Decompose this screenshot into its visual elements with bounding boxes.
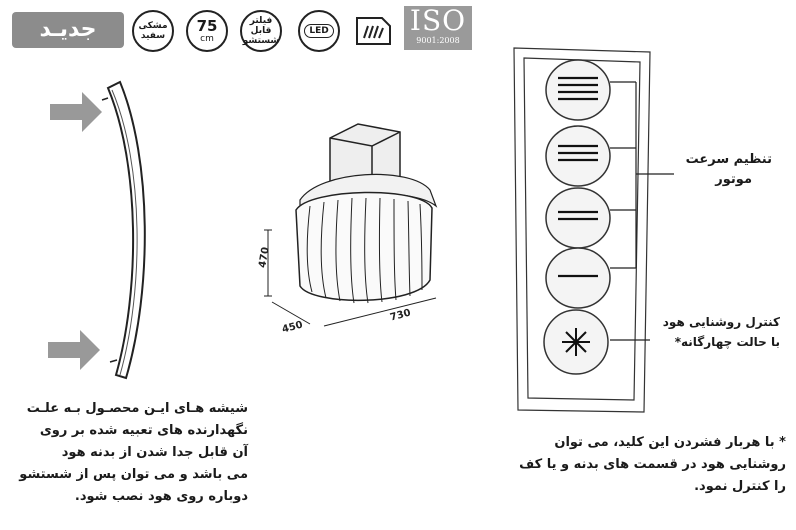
footnote-line2: روشنایی هود در قسمت های بدنه و یا کف xyxy=(519,457,786,472)
width-unit: cm xyxy=(200,34,214,44)
touch-control-icon xyxy=(354,12,394,50)
iso-badge: ISO 9001:2008 xyxy=(404,6,472,50)
color-white-label: سفید xyxy=(140,31,166,41)
width-value: 75 xyxy=(196,17,218,35)
filter-label-line2: قابل xyxy=(250,26,272,36)
width-icon: 75 cm xyxy=(186,10,228,52)
glass-note-line1: شیشه هـای ایـن محصـول بـه علـت xyxy=(26,401,248,416)
led-icon: LED xyxy=(298,10,340,52)
color-options-icon: مشکی سفید xyxy=(132,10,174,52)
glass-note-line2: نگهدارنده های تعبیه شده بر روی xyxy=(39,423,248,438)
hood-drawing xyxy=(264,123,438,327)
color-black-label: مشکی xyxy=(138,21,168,31)
iso-title: ISO xyxy=(409,4,467,37)
light-control-label: کنترل روشنایی هود با حالت چهارگانه* xyxy=(650,312,780,352)
light-label-line1: کنترل روشنایی هود xyxy=(662,315,780,329)
new-badge: جديـد xyxy=(12,12,124,48)
light-icon xyxy=(562,328,590,356)
glass-note: شیشه هـای ایـن محصـول بـه علـت نگهدارنده… xyxy=(8,398,248,508)
glass-note-line3: آن قابل جدا شدن از بدنه هود xyxy=(61,445,248,460)
footnote: * با هربار فشردن این کلید، می توان روشنا… xyxy=(490,432,786,498)
speed-button-1 xyxy=(545,247,611,309)
footnote-line1: * با هربار فشردن این کلید، می توان xyxy=(554,435,786,450)
top-arrow-icon xyxy=(50,92,102,132)
speed-button-4 xyxy=(545,59,611,121)
glass-note-line4: می باشد و می توان پس از شستشو xyxy=(19,467,248,482)
glass-note-line5: دوباره روی هود نصب شود. xyxy=(74,489,248,504)
glass-panel-diagram xyxy=(48,80,146,380)
bottom-arrow-icon xyxy=(48,330,100,370)
washable-filter-icon: فیلتر قابل شستشو xyxy=(240,10,282,52)
speed-control-label: تنظیم سرعت موتور xyxy=(672,150,772,190)
speed-button-3 xyxy=(545,125,611,187)
footnote-line3: را کنترل نمود. xyxy=(694,479,786,494)
filter-label-line3: شستشو xyxy=(242,36,280,46)
callout-lines xyxy=(610,81,674,341)
light-label-line2: با حالت چهارگانه* xyxy=(674,335,780,349)
speed-label-line1: تنظیم سرعت xyxy=(685,152,772,167)
speed-label-line2: موتور xyxy=(715,172,752,187)
filter-label-line1: فیلتر xyxy=(249,16,273,26)
iso-number: 9001:2008 xyxy=(416,36,460,45)
led-label: LED xyxy=(304,24,334,38)
control-panel-diagram xyxy=(513,47,651,413)
